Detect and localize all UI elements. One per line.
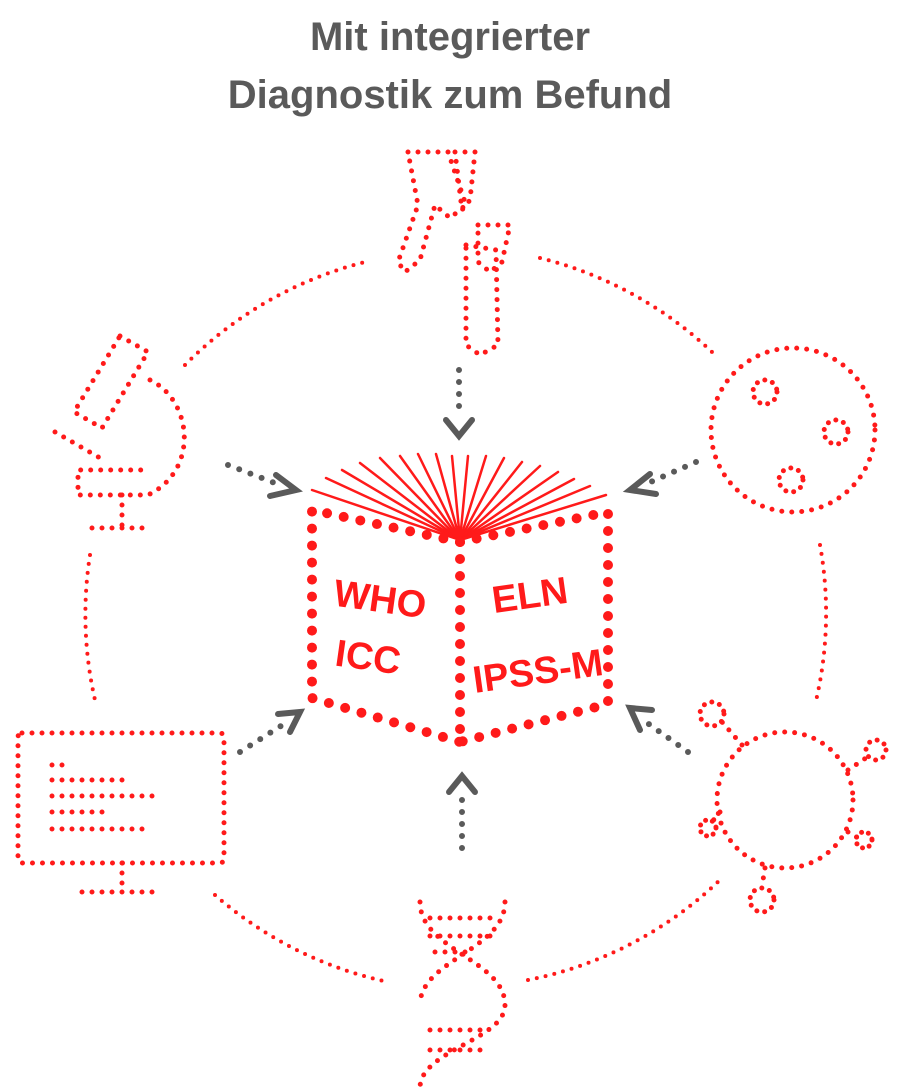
label-eln: ELN xyxy=(489,570,570,622)
book-left-page xyxy=(307,503,465,747)
chromosome-icon xyxy=(395,149,514,358)
ring-segment-top-right xyxy=(538,256,714,354)
ring-segment-bottom-right xyxy=(526,876,724,982)
arrow-from-microscope xyxy=(225,462,303,499)
title-line-2: Diagnostik zum Befund xyxy=(227,73,673,117)
page-title: Mit integrierter Diagnostik zum Befund xyxy=(0,8,900,124)
label-icc: ICC xyxy=(333,633,404,684)
ring-segment-right xyxy=(813,543,829,707)
virus-icon xyxy=(697,699,889,915)
ring-segment-bottom-left xyxy=(213,893,390,984)
arrow-from-dna xyxy=(446,771,478,851)
arrow-from-chromosome xyxy=(443,367,475,441)
monitor-icon xyxy=(15,730,227,895)
ring-segment-top-left xyxy=(183,260,367,367)
open-book: WHO ICC ELN IPSS-M xyxy=(307,452,613,747)
label-ipss-m: IPSS-M xyxy=(470,642,605,702)
book-right-page xyxy=(455,505,613,747)
arrow-from-monitor xyxy=(237,708,306,755)
title-line-1: Mit integrierter xyxy=(309,15,591,59)
outer-ring xyxy=(83,256,829,984)
arrow-from-cell xyxy=(622,459,699,497)
cell-icon xyxy=(708,345,878,515)
label-who: WHO xyxy=(331,573,429,628)
microscope-icon xyxy=(52,332,187,531)
arrows xyxy=(225,367,699,851)
arrow-from-virus xyxy=(625,704,691,755)
book-pages-fan xyxy=(310,452,608,542)
ring-segment-left xyxy=(83,553,97,702)
dna-icon xyxy=(417,899,508,1088)
